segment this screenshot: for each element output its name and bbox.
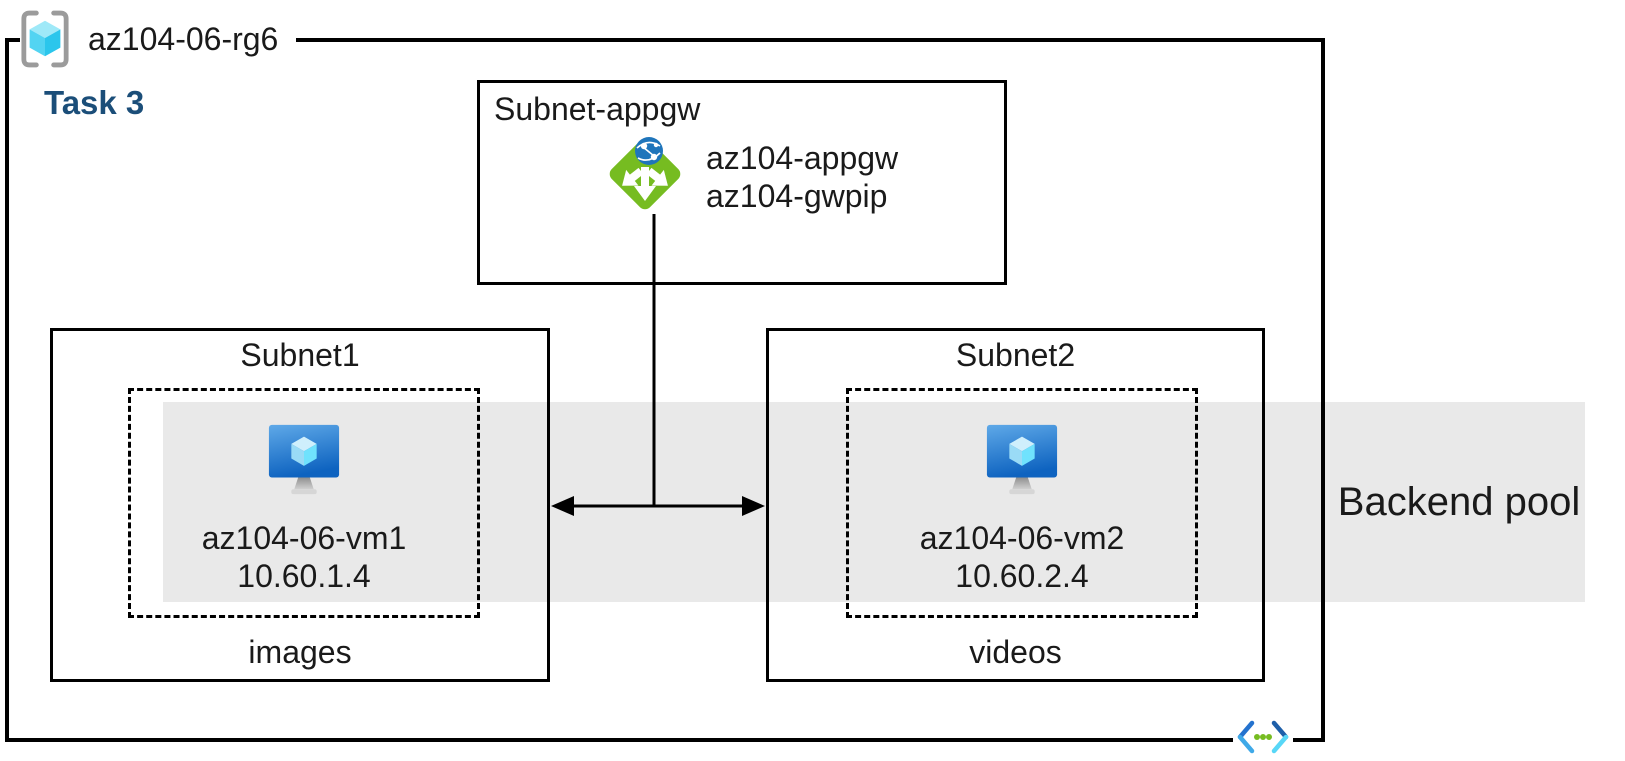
virtual-network-icon bbox=[1233, 716, 1293, 758]
subnet2-box: Subnet2 az104-06-vm2 10.60.2.4 videos bbox=[766, 328, 1265, 682]
vm1-ip: 10.60.1.4 bbox=[237, 558, 371, 594]
arrowhead-right bbox=[742, 496, 765, 516]
backend-pool-label: Backend pool bbox=[1337, 479, 1581, 524]
resource-group-box bbox=[5, 38, 1325, 742]
appgw-public-ip-label: az104-gwpip bbox=[706, 178, 888, 214]
virtual-machine-icon bbox=[986, 424, 1058, 495]
subnet2-title: Subnet2 bbox=[955, 337, 1076, 373]
vm1-name: az104-06-vm1 bbox=[201, 520, 407, 556]
subnet1-box: Subnet1 az104-06-vm1 10.60.1.4 images bbox=[50, 328, 550, 682]
subnet2-backend-zone: az104-06-vm2 10.60.2.4 bbox=[846, 388, 1198, 618]
backend-pool-band bbox=[163, 402, 1585, 602]
subnet1-title: Subnet1 bbox=[240, 337, 360, 373]
subnet-appgw-box: Subnet-appgw bbox=[477, 80, 1007, 285]
subnet2-container-label: videos bbox=[969, 634, 1062, 670]
resource-group-icon bbox=[21, 10, 69, 68]
appgw-name-label: az104-appgw bbox=[706, 140, 899, 176]
resource-group-label: az104-06-rg6 bbox=[88, 20, 279, 57]
subnet1-backend-zone: az104-06-vm1 10.60.1.4 bbox=[128, 388, 480, 618]
subnet-appgw-title: Subnet-appgw bbox=[494, 91, 701, 127]
virtual-machine-icon bbox=[268, 424, 340, 495]
application-gateway-icon bbox=[609, 137, 681, 210]
subnet1-container-label: images bbox=[248, 634, 352, 670]
vm2-ip: 10.60.2.4 bbox=[955, 558, 1089, 594]
task-label: Task 3 bbox=[44, 84, 145, 121]
arrowhead-left bbox=[551, 496, 574, 516]
resource-group-header: az104-06-rg6 bbox=[20, 8, 297, 70]
vm2-name: az104-06-vm2 bbox=[919, 520, 1125, 556]
